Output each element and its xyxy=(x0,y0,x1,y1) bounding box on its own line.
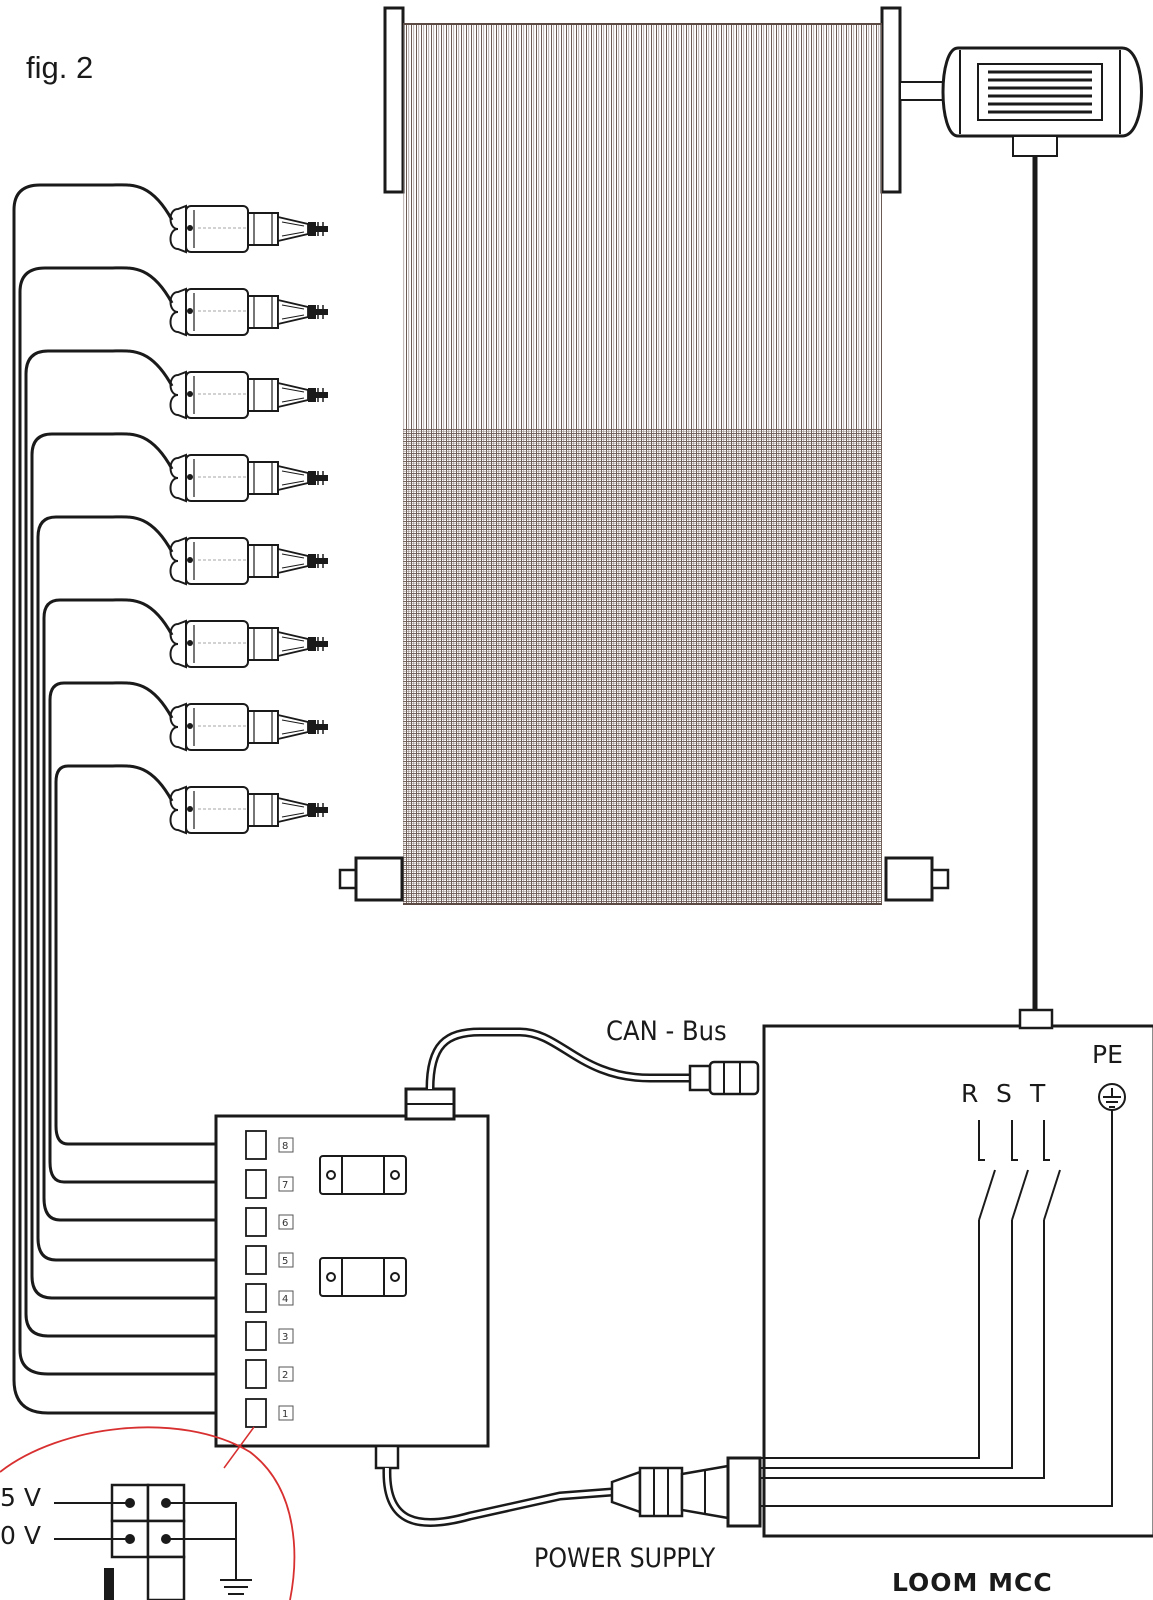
controller-terminals: 8 7 6 5 4 3 2 1 xyxy=(245,1130,294,1428)
power-supply-cable xyxy=(382,1456,762,1528)
power-supply-label: POWER SUPPLY xyxy=(534,1543,716,1574)
terminal-label-8: 8 xyxy=(282,1141,288,1152)
voltage-5v-label: 5 V xyxy=(0,1483,41,1512)
terminal-label-4: 4 xyxy=(282,1294,288,1305)
phase-label-r: R xyxy=(961,1079,979,1108)
cloth-roller xyxy=(338,856,950,902)
voltage-0v-label: 0 V xyxy=(0,1521,41,1550)
phase-label-s: S xyxy=(996,1079,1012,1108)
can-bus-label: CAN - Bus xyxy=(606,1016,727,1047)
figure-label: fig. 2 xyxy=(26,50,94,85)
terminal-label-2: 2 xyxy=(282,1370,288,1381)
controller-box: 8 7 6 5 4 3 2 1 xyxy=(214,1087,490,1470)
motor-cables xyxy=(12,183,256,1415)
terminal-label-6: 6 xyxy=(282,1218,288,1229)
terminal-label-1: 1 xyxy=(282,1409,288,1420)
terminal-label-7: 7 xyxy=(282,1180,288,1191)
terminal-label-5: 5 xyxy=(282,1256,288,1267)
phase-label-t: T xyxy=(1030,1079,1046,1108)
terminal-label-3: 3 xyxy=(282,1332,288,1343)
loom-mcc-label: LOOM MCC xyxy=(892,1568,1053,1597)
main-drive-motor xyxy=(899,46,1143,1010)
terminal-detail-callout xyxy=(0,1426,296,1600)
can-bus-cable xyxy=(425,1027,760,1096)
controller-fuses xyxy=(319,1155,407,1297)
warp-beam xyxy=(383,6,902,905)
loom-mcc-cabinet xyxy=(760,1008,1153,1538)
pe-label: PE xyxy=(1092,1040,1123,1069)
let-off-motors xyxy=(169,205,329,834)
